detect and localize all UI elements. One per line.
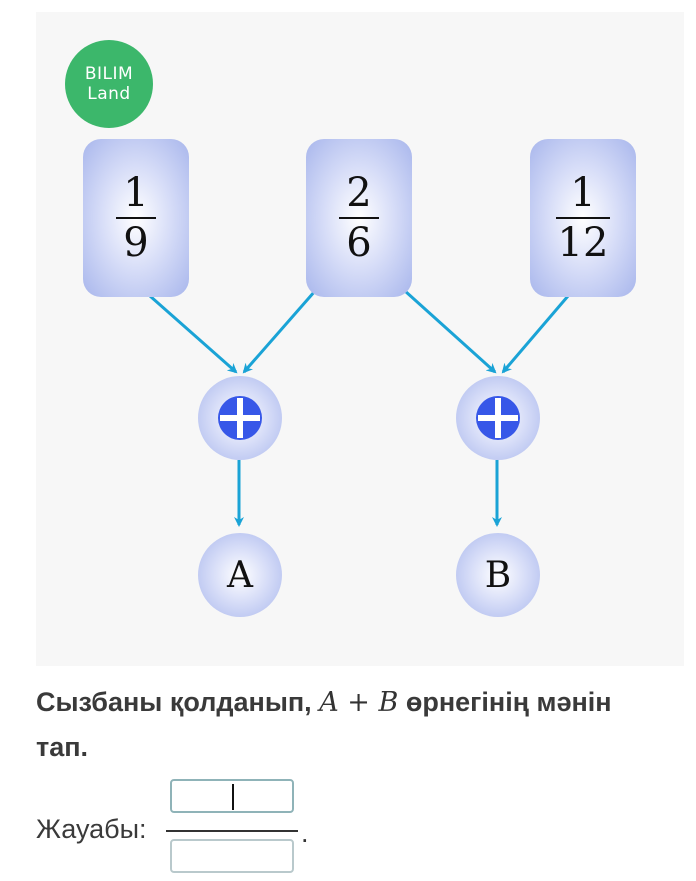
question-math-a: A (319, 687, 339, 718)
plus-circle-icon (476, 396, 520, 440)
fraction-node-1: 1 9 (83, 139, 189, 297)
result-b-label: B (484, 554, 512, 596)
fraction-2-numerator: 2 (346, 170, 372, 216)
answer-label: Жауабы: (36, 814, 147, 844)
answer-period: . (301, 818, 309, 848)
question-math-b: B (378, 687, 399, 718)
fraction-1: 1 9 (116, 171, 156, 265)
fraction-2: 2 6 (339, 171, 379, 265)
fraction-node-3: 1 12 (530, 139, 636, 297)
fraction-1-numerator: 1 (123, 170, 149, 216)
answer-denominator-input[interactable] (170, 839, 294, 873)
logo-line2: Land (87, 84, 131, 104)
fraction-1-denominator: 9 (123, 220, 149, 266)
logo-line1: BILIM (84, 64, 134, 84)
fraction-3-bar (556, 217, 610, 219)
fraction-1-bar (116, 217, 156, 219)
fraction-3-numerator: 1 (570, 170, 596, 216)
operation-node-1 (198, 376, 282, 460)
fraction-2-bar (339, 217, 379, 219)
plus-circle-icon (218, 396, 262, 440)
question-text-before: Сызбаны қолданып, (36, 687, 320, 717)
answer-fraction-bar (166, 830, 298, 832)
result-node-a: A (198, 533, 282, 617)
fraction-3-denominator: 12 (557, 220, 609, 266)
diagram-panel (36, 12, 684, 666)
result-node-b: B (456, 533, 540, 617)
fraction-2-denominator: 6 (346, 220, 372, 266)
bilimland-logo: BILIM Land (65, 40, 153, 128)
text-cursor (232, 784, 234, 810)
operation-node-2 (456, 376, 540, 460)
result-a-label: A (227, 554, 253, 596)
question-text: Сызбаны қолданып, A + B өрнегінің мәнін … (36, 680, 656, 769)
fraction-node-2: 2 6 (306, 139, 412, 297)
question-math-op: + (338, 687, 379, 718)
fraction-3: 1 12 (556, 171, 610, 265)
question-text-after: өрнегінің мәнін тап. (36, 687, 612, 762)
